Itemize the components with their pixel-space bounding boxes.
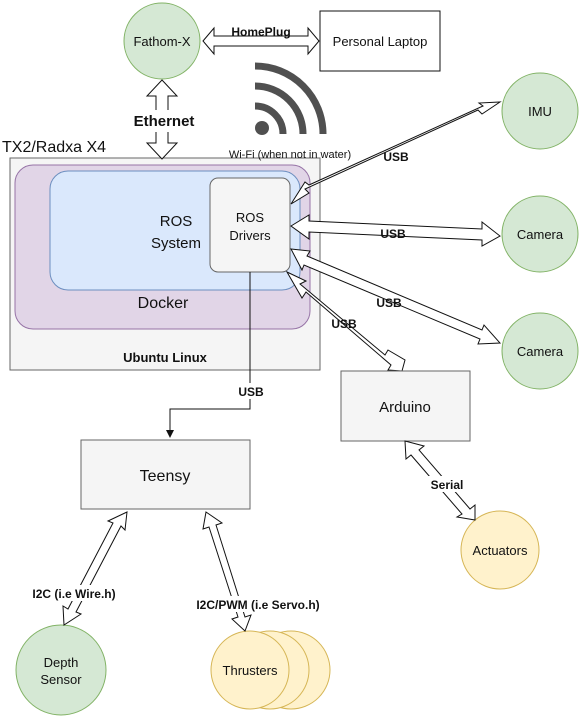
actuators-label: Actuators <box>473 543 528 558</box>
usb-teensy-label: USB <box>238 385 264 399</box>
wifi-label: Wi-Fi (when not in water) <box>229 149 351 161</box>
wifi-icon-dot <box>255 121 269 135</box>
imu-label: IMU <box>528 104 552 119</box>
ros-drivers-label-line2: Drivers <box>229 228 271 243</box>
thrusters-label: Thrusters <box>223 663 278 678</box>
homeplug-label: HomePlug <box>231 25 290 39</box>
i2c-pwm-label: I2C/PWM (i.e Servo.h) <box>196 598 319 612</box>
laptop-label: Personal Laptop <box>333 34 428 49</box>
camera2-label: Camera <box>517 344 564 359</box>
usb-arduino-label: USB <box>331 317 357 331</box>
i2c-pwm-arrow <box>202 511 252 632</box>
laptop-box <box>319 10 441 72</box>
camera1-label: Camera <box>517 227 564 242</box>
ros-system-label-line1: ROS <box>160 213 193 230</box>
usb-teensy-line <box>166 272 251 438</box>
ros-drivers-box <box>209 177 291 273</box>
depth-sensor-label-line2: Sensor <box>40 672 82 687</box>
actuators-node <box>460 510 540 590</box>
docker-label: Docker <box>138 295 189 312</box>
homeplug-arrow <box>202 26 320 56</box>
usb-camera2-arrow <box>290 248 502 345</box>
fathom-x-node <box>123 2 201 80</box>
ethernet-label: Ethernet <box>134 113 195 130</box>
host-title: TX2/Radxa X4 <box>2 139 106 156</box>
camera2-node <box>501 312 579 390</box>
depth-sensor-node <box>15 624 107 716</box>
wifi-icon <box>254 62 327 135</box>
i2c-label: I2C (i.e Wire.h) <box>32 587 115 601</box>
thrusters-node <box>210 630 290 710</box>
i2c-arrow <box>62 511 128 626</box>
imu-node <box>501 72 579 150</box>
usb-camera1-arrow <box>290 214 501 247</box>
usb-imu-arrow <box>290 101 502 205</box>
teensy-box <box>80 439 251 510</box>
ros-drivers-label-line1: ROS <box>236 210 265 225</box>
teensy-label: Teensy <box>140 468 191 485</box>
ros-system-label-line2: System <box>151 235 201 252</box>
usb-arduino-arrow <box>285 270 406 372</box>
usb-camera1-label: USB <box>380 227 406 241</box>
depth-sensor-label-line1: Depth <box>44 655 79 670</box>
arduino-label: Arduino <box>379 399 431 416</box>
ubuntu-label: Ubuntu Linux <box>123 350 208 365</box>
fathom-x-label: Fathom-X <box>133 34 190 49</box>
usb-imu-label: USB <box>383 150 409 164</box>
usb-camera2-label: USB <box>376 296 402 310</box>
camera1-node <box>501 195 579 273</box>
serial-label: Serial <box>431 478 464 492</box>
